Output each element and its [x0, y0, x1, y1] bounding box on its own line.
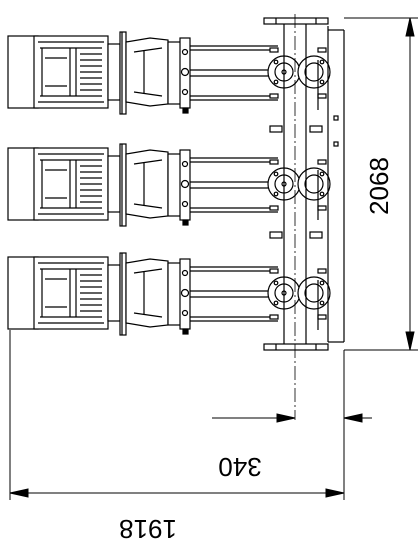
pump-unit-3	[7, 252, 331, 336]
height-dimension	[344, 17, 418, 351]
pump-unit-1	[7, 31, 331, 115]
length-dimension-label: 1918	[119, 514, 177, 542]
offset-dimension-label: 340	[218, 452, 261, 482]
pump-unit-2	[7, 143, 331, 227]
length-dimension	[9, 330, 345, 500]
offset-dimension	[212, 350, 372, 426]
manifold	[263, 14, 345, 420]
height-dimension-label: 2068	[364, 157, 394, 215]
